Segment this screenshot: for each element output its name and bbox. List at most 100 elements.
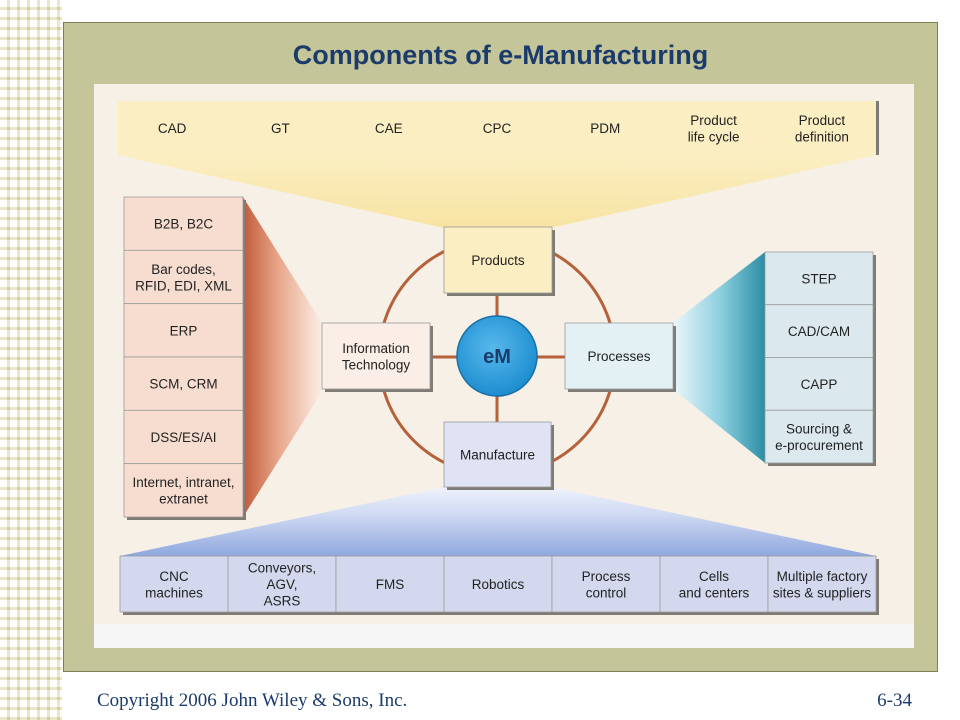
it-item: SCM, CRM: [123, 356, 244, 411]
products-item: CAE: [375, 121, 403, 136]
slide-stripe-decoration: [0, 0, 62, 720]
products-item-label: CAD: [158, 121, 187, 136]
it-item: B2B, B2C: [123, 196, 244, 251]
products-item: PDM: [590, 121, 620, 136]
products-item-label: GT: [271, 121, 290, 136]
manufacture-item-label: sites & suppliers: [773, 585, 872, 600]
process-item: Sourcing & e-procurement: [764, 409, 874, 464]
manufacture-item-label: CNC: [159, 569, 188, 584]
process-items-column: STEP CAD/CAM CAPP Sourcing & e-procurement: [764, 251, 876, 466]
it-item: ERP: [123, 303, 244, 358]
manufacture-node-label: Manufacture: [460, 448, 535, 463]
it-item: Internet, intranet, extranet: [123, 463, 244, 518]
manufacture-item-label: Multiple factory: [777, 569, 868, 584]
process-item: CAD/CAM: [764, 304, 874, 358]
manufacture-item-label: machines: [145, 585, 203, 600]
products-row-fill: [118, 101, 876, 155]
products-item: CPC: [483, 121, 512, 136]
processes-funnel: [674, 252, 765, 463]
it-item-box: [123, 303, 244, 358]
manufacture-item-label: FMS: [376, 577, 405, 592]
it-funnel: [243, 197, 322, 517]
manufacture-item-label: Conveyors,: [248, 561, 316, 576]
manufacture-item-box: [659, 555, 769, 613]
manufacture-item-box: [227, 555, 337, 613]
it-item-label: Internet, intranet,: [132, 475, 234, 490]
it-item-box: [123, 196, 244, 251]
slide-number: 6-34: [877, 690, 912, 711]
products-item: GT: [271, 121, 290, 136]
process-item: STEP: [764, 251, 874, 306]
manufacture-item-label: Robotics: [472, 577, 525, 592]
products-node-label: Products: [471, 253, 525, 268]
process-item-label: Sourcing &: [786, 421, 852, 436]
it-item-label: extranet: [159, 492, 208, 507]
products-item-label: PDM: [590, 121, 620, 136]
process-item-label: CAPP: [801, 377, 838, 392]
manufacture-item-label: Process: [582, 569, 631, 584]
it-node-label: Technology: [342, 357, 411, 372]
node-processes: Processes: [564, 322, 676, 392]
manufacture-item-box: [551, 555, 661, 613]
products-item-label: life cycle: [688, 129, 740, 144]
products-item-box: [768, 101, 876, 155]
manufacture-item-box: [767, 555, 877, 613]
manufacture-item: Conveyors,AGV,ASRS: [227, 555, 337, 613]
products-row-shadow: [876, 101, 879, 155]
it-item-box: [123, 249, 244, 305]
manufacture-funnel: [120, 487, 876, 556]
products-node-box: [443, 226, 553, 294]
manufacture-item-label: ASRS: [264, 594, 301, 609]
processes-node: Processes: [564, 322, 676, 392]
process-item-box: [764, 304, 874, 358]
process-item-box: [764, 409, 874, 464]
products-item-label: Product: [799, 113, 846, 128]
it-items-column: B2B, B2C Bar codes,RFID, EDI, XML ERP SCM, …: [123, 196, 246, 520]
it-item-box: [123, 463, 244, 518]
it-item-label: ERP: [170, 323, 198, 338]
process-item-box: [764, 357, 874, 411]
process-item-label: CAD/CAM: [788, 324, 850, 339]
slide-title: Components of e-Manufacturing: [292, 40, 709, 70]
products-item-label: definition: [795, 129, 849, 144]
it-node-label: Information: [342, 341, 410, 356]
products-item-box: [659, 101, 767, 155]
products-item: CAD: [158, 121, 187, 136]
manufacture-item: FMS: [335, 555, 445, 613]
manufacture-item: Robotics: [443, 555, 553, 613]
process-item-box: [764, 251, 874, 306]
it-item-label: B2B, B2C: [154, 217, 214, 232]
it-item-box: [123, 356, 244, 411]
manufacture-item-label: control: [586, 585, 627, 600]
manufacture-item-box: [119, 555, 229, 613]
process-item: CAPP: [764, 357, 874, 411]
products-item-label: CPC: [483, 121, 512, 136]
products-funnel: [118, 155, 876, 228]
manufacture-node: Manufacture: [443, 421, 554, 490]
hub-em: eM: [456, 315, 538, 397]
it-item-label: RFID, EDI, XML: [135, 278, 232, 293]
manufacture-item-box: [443, 555, 553, 613]
products-item-label: CAE: [375, 121, 403, 136]
it-item: Bar codes,RFID, EDI, XML: [123, 249, 244, 305]
copyright-text: Copyright 2006 John Wiley & Sons, Inc.: [97, 690, 408, 711]
hub-label: eM: [483, 346, 511, 368]
manufacture-item-label: and centers: [679, 585, 750, 600]
it-item-label: SCM, CRM: [149, 377, 217, 392]
diagram-bottom-strip: [94, 624, 914, 648]
process-item-label: e-procurement: [775, 438, 863, 453]
manufacture-item-box: [335, 555, 445, 613]
processes-node-box: [564, 322, 674, 390]
process-item-label: STEP: [801, 271, 836, 286]
it-item-label: Bar codes,: [151, 262, 216, 277]
node-manufacture: Manufacture: [443, 421, 554, 490]
